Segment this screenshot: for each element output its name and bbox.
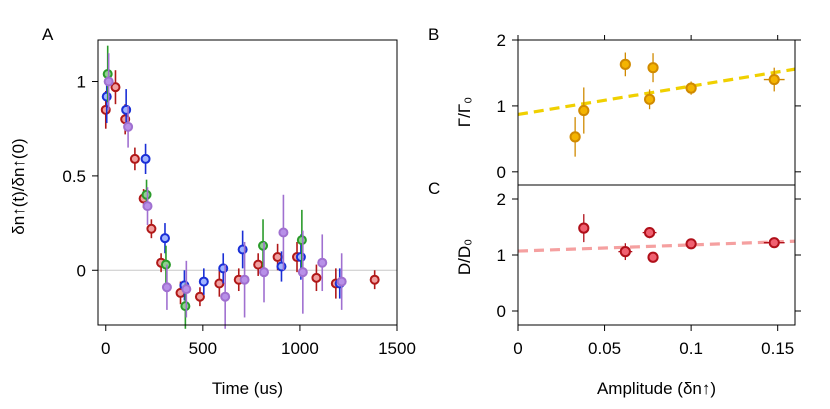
panel-a-point <box>369 274 380 285</box>
panel-c-xlabel: Amplitude (δn↑) <box>597 379 716 398</box>
panel-a-xtick-label: 0 <box>101 339 110 358</box>
panel-a-point <box>123 121 134 132</box>
panel-a-point <box>276 261 287 272</box>
panel-a-point <box>272 252 283 263</box>
panel-a-point <box>336 276 347 287</box>
panel-a-point <box>220 291 231 302</box>
panel-a-point <box>100 104 111 115</box>
panel-a-point <box>311 272 322 283</box>
panel-a-point <box>110 82 121 93</box>
panel-a-ytick-label: 0.5 <box>62 167 86 186</box>
panel-c-point <box>685 238 697 250</box>
panel-a-point <box>121 104 132 115</box>
panel-b-point <box>685 82 697 94</box>
panel-c-xtick-label: 0.05 <box>588 339 621 358</box>
panel-a-xlabel: Time (us) <box>212 379 283 398</box>
panel-b-point <box>643 93 656 105</box>
panel-b-point <box>768 73 780 86</box>
panel-a-point <box>239 274 250 285</box>
panel-b-ytick-label: 1 <box>497 97 506 116</box>
panel-c-ytick-label: 0 <box>497 302 506 321</box>
panel-c-point <box>643 227 656 239</box>
panel-a-point <box>161 282 172 293</box>
panel-b-letter: B <box>428 25 439 44</box>
panel-a-point <box>159 233 170 244</box>
panel-a-xtick-label: 1500 <box>378 339 416 358</box>
panel-b-point <box>619 58 631 70</box>
panel-c-ytick-label: 2 <box>497 190 506 209</box>
panel-a-point <box>103 76 114 87</box>
panel-c-fit-line <box>517 239 796 253</box>
panel-a-point <box>297 267 308 278</box>
panel-b-fit-line <box>517 67 796 117</box>
panel-c-ytick-label: 1 <box>497 246 506 265</box>
panel-c-point <box>647 251 659 263</box>
panel-a-point <box>140 153 151 164</box>
panel-a-letter: A <box>42 25 54 44</box>
panel-c-ylabel: D/D₀ <box>455 239 474 275</box>
panel-a-point <box>181 284 192 295</box>
panel-a-frame <box>97 39 398 326</box>
panel-c-xtick-label: 0.1 <box>679 339 703 358</box>
panel-b-point <box>578 104 590 117</box>
panel-b-point <box>569 131 581 143</box>
panel-a-point <box>214 278 225 289</box>
panel-a-xtick-label: 500 <box>189 339 217 358</box>
panel-bc-frame <box>517 39 796 326</box>
panel-a-point <box>258 240 269 251</box>
panel-c-letter: C <box>428 179 440 198</box>
panel-a-point <box>142 201 153 212</box>
panel-a-ylabel: δn↑(t)/δn↑(0) <box>9 138 28 234</box>
panel-a-point <box>317 257 328 268</box>
panel-a-point <box>198 276 209 287</box>
panel-a-point <box>180 301 191 312</box>
panel-a-point <box>237 244 248 255</box>
panel-b-ytick-label: 2 <box>497 31 506 50</box>
panel-c-point <box>768 237 780 249</box>
panel-c-point <box>619 246 631 258</box>
panel-c-xtick-label: 0.15 <box>761 339 794 358</box>
panel-a-point <box>101 91 112 102</box>
panel-b-point <box>647 62 659 74</box>
panel-a-point <box>295 252 306 263</box>
panel-c-xtick-label: 0 <box>513 339 522 358</box>
panel-a-xtick-label: 1000 <box>281 339 319 358</box>
panel-a-ytick-label: 1 <box>77 73 86 92</box>
panel-a-point <box>253 259 264 270</box>
panel-a-point <box>146 223 157 234</box>
panel-a-point <box>278 227 289 238</box>
panel-a-point <box>296 235 307 246</box>
panel-a-point <box>218 263 229 274</box>
panel-a-point <box>141 189 152 200</box>
panel-a-point <box>160 259 171 270</box>
panel-a-point <box>259 267 270 278</box>
panel-a-point <box>194 291 205 302</box>
panel-a-point <box>129 153 140 164</box>
panel-b-ytick-label: 0 <box>497 163 506 182</box>
panel-b-ylabel: Γ/Γ₀ <box>455 97 474 128</box>
panel-c-point <box>578 222 590 234</box>
panel-a-ytick-label: 0 <box>77 261 86 280</box>
